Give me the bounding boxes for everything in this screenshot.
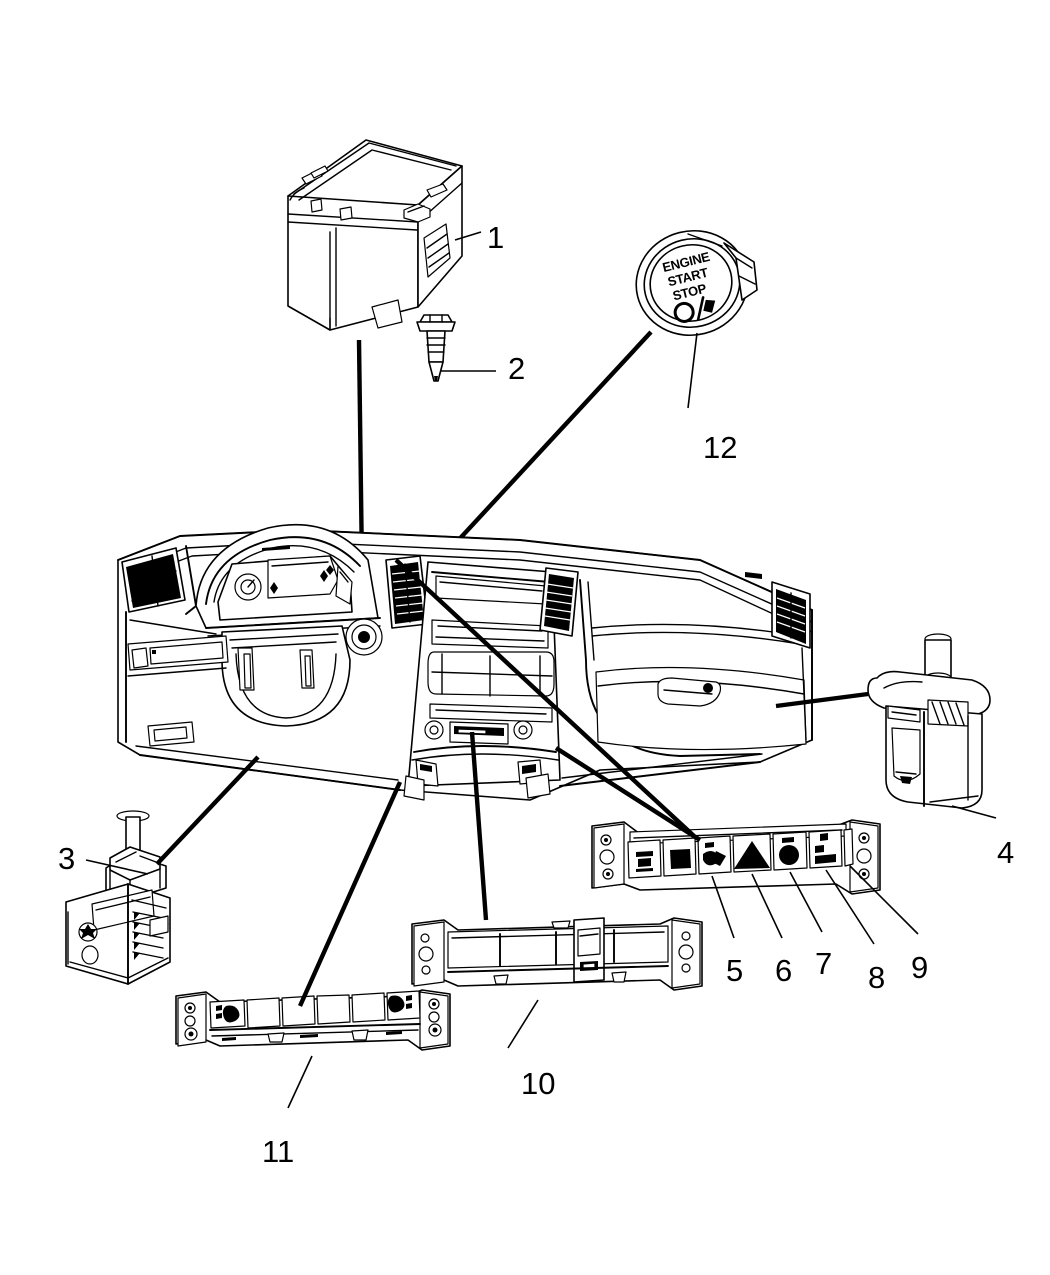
radio-head-unit[interactable] — [427, 619, 555, 723]
callout-number-12[interactable]: 12 — [703, 430, 738, 465]
callout-number-2[interactable]: 2 — [508, 351, 526, 386]
center-air-vent-left — [385, 555, 429, 629]
callout-number-1[interactable]: 1 — [487, 220, 505, 255]
leader-line-7 — [789, 871, 823, 933]
callout-number-11[interactable]: 11 — [262, 1134, 295, 1169]
leader-line-4-to-dash — [775, 691, 869, 709]
instrument-panel-assembly[interactable] — [117, 524, 813, 801]
leader-line-11 — [287, 1055, 313, 1109]
leader-line-10-to-dash — [469, 731, 489, 921]
part-4-transfer-case-shift-switch[interactable] — [867, 633, 991, 809]
center-console-bezel[interactable] — [403, 561, 561, 801]
steering-column-opening — [221, 625, 351, 727]
leader-line-5 — [711, 875, 735, 939]
glove-box-door[interactable] — [595, 666, 807, 751]
callout-number-5[interactable]: 5 — [726, 953, 744, 988]
callout-number-8[interactable]: 8 — [868, 960, 886, 995]
callout-number-4[interactable]: 4 — [997, 835, 1015, 870]
callout-number-3[interactable]: 3 — [58, 841, 76, 876]
leader-line-1 — [454, 231, 482, 241]
part-10-blank-switch-bezel[interactable] — [411, 917, 703, 991]
part-1-overhead-console-bin[interactable] — [287, 139, 463, 331]
leader-line-12-to-dash — [438, 330, 653, 562]
leader-line-12 — [687, 332, 698, 409]
leader-line-1-to-dash — [356, 339, 365, 569]
leader-line-3 — [85, 859, 149, 875]
part-11-seat-heater-switch-bank[interactable] — [175, 989, 451, 1051]
leader-line-9 — [849, 865, 919, 935]
part-2-mounting-screw[interactable] — [416, 314, 456, 382]
driver-side-air-vent — [121, 547, 186, 613]
center-air-vent-right — [539, 567, 579, 637]
callout-number-6[interactable]: 6 — [775, 953, 793, 988]
passenger-side-air-vent — [771, 581, 811, 649]
callout-number-7[interactable]: 7 — [815, 946, 833, 981]
ignition-key-cylinder[interactable] — [345, 618, 383, 656]
callout-number-10[interactable]: 10 — [521, 1066, 556, 1101]
leader-line-11-to-dash — [297, 781, 403, 1007]
callout-number-9[interactable]: 9 — [911, 950, 929, 985]
part-3-headlamp-switch-module[interactable] — [65, 810, 171, 985]
center-switch-bank[interactable] — [591, 819, 881, 895]
leader-line-6 — [751, 873, 783, 939]
leader-line-bank-to-vent — [394, 558, 696, 838]
part-12-engine-start-stop-button[interactable]: ENGINE START STOP — [625, 219, 759, 347]
leader-line-3-to-dash — [155, 755, 260, 866]
leader-line-8 — [825, 869, 875, 945]
leader-line-bank-to-dash — [554, 746, 702, 842]
instrument-cluster — [195, 524, 379, 629]
hvac-control-panel[interactable] — [424, 720, 533, 745]
leader-line-10 — [507, 999, 539, 1049]
leader-line-4 — [951, 805, 997, 819]
